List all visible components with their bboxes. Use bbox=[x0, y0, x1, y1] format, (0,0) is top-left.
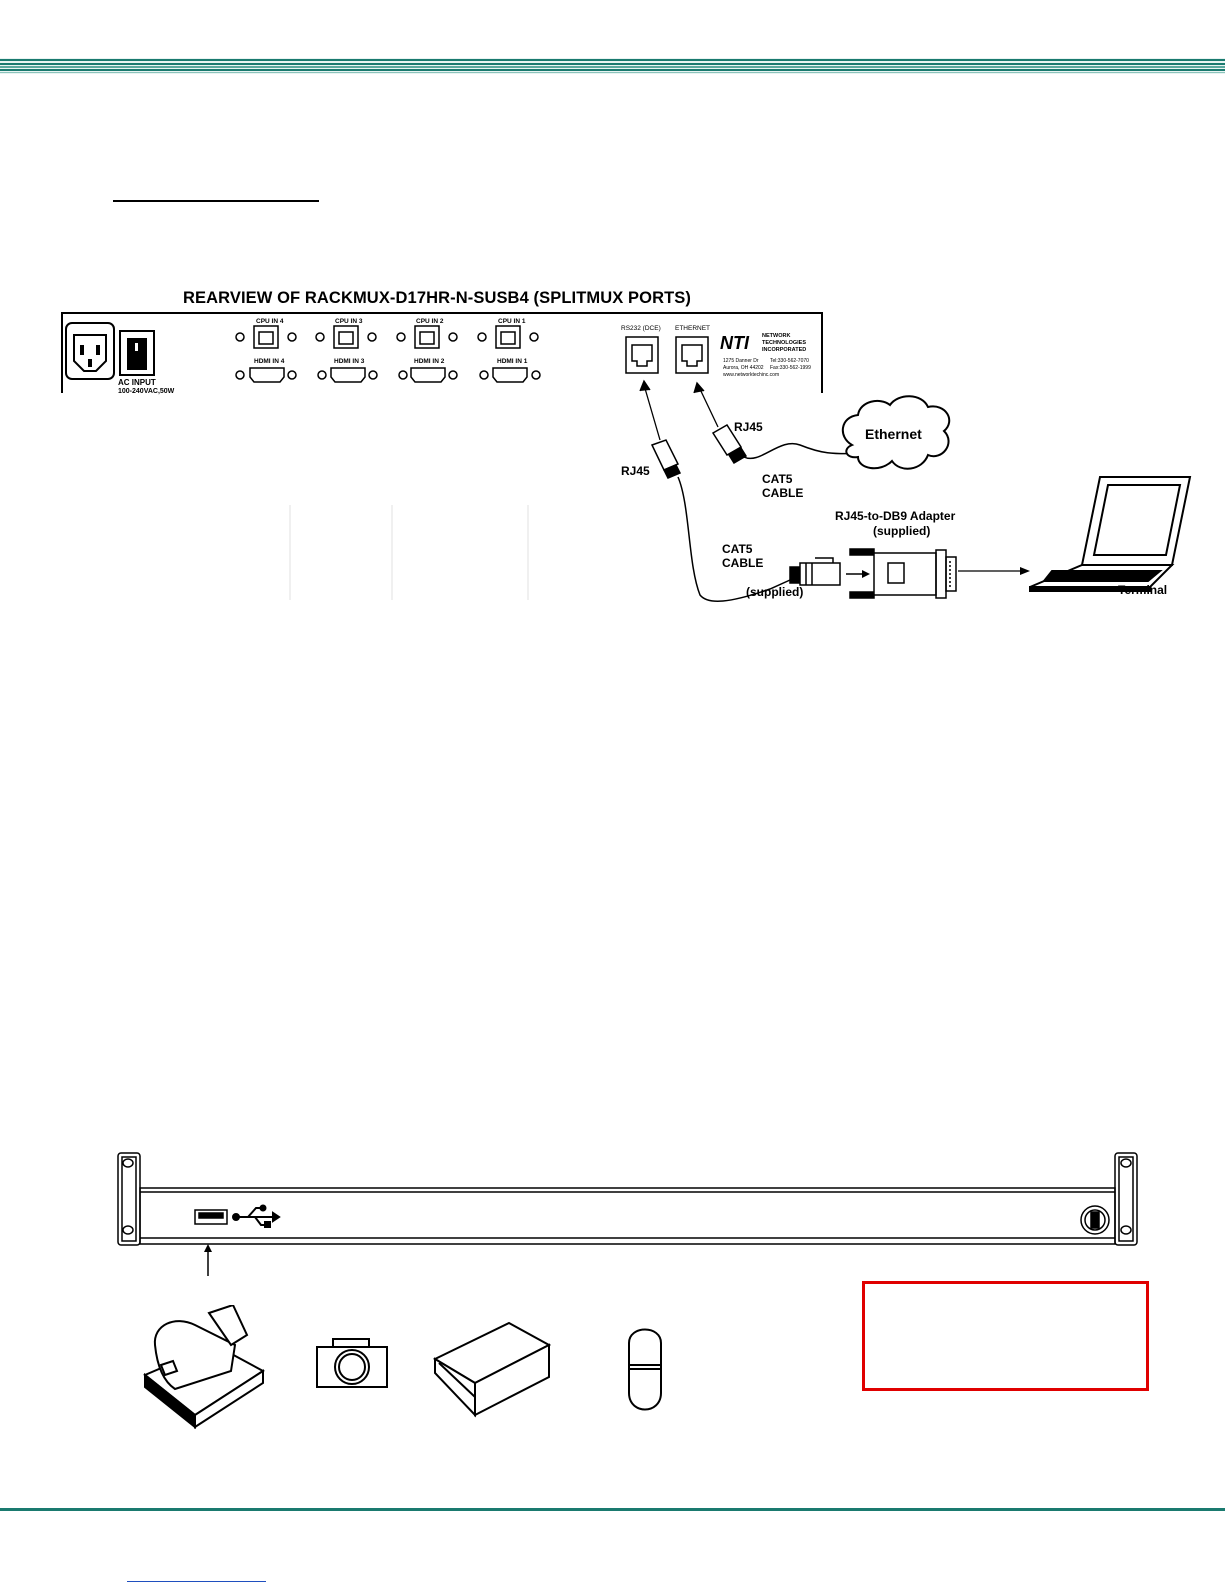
brand-logo: NTI bbox=[720, 333, 750, 353]
supplied-cable-label: (supplied) bbox=[746, 585, 803, 599]
laptop-terminal-icon bbox=[1029, 476, 1192, 592]
rj45-plug-icon bbox=[711, 423, 748, 465]
diagram-title: REARVIEW OF RACKMUX-D17HR-N-SUSB4 (SPLIT… bbox=[183, 289, 691, 307]
cpu-port-label: CPU IN 1 bbox=[498, 318, 526, 325]
db9-adapter-icon bbox=[849, 548, 957, 599]
footer-rule bbox=[0, 1508, 1225, 1511]
section-heading-underline bbox=[113, 200, 319, 202]
rj45-plug-icon bbox=[789, 557, 841, 586]
tel-line: Tel:330-562-7070 bbox=[770, 358, 809, 364]
rj45-jack-icon bbox=[625, 336, 709, 374]
usb-port-icon bbox=[194, 1209, 228, 1225]
rear-panel-diagram: AC INPUT 100-240VAC,50W CPU IN 4 CPU IN … bbox=[61, 312, 1192, 602]
usb-trident-icon bbox=[232, 1204, 281, 1228]
front-panel-diagram bbox=[117, 1152, 1138, 1276]
callout-box bbox=[862, 1281, 1149, 1391]
brand-name-line: INCORPORATED bbox=[762, 347, 806, 353]
address-line: 1275 Danner Dr bbox=[723, 358, 759, 364]
scanner-icon bbox=[143, 1305, 265, 1430]
rj45-label-left: RJ45 bbox=[621, 464, 650, 478]
adapter-label: RJ45-to-DB9 Adapter bbox=[835, 509, 956, 523]
hdmi-port-label: HDMI IN 1 bbox=[497, 358, 528, 365]
cpu-port-label: CPU IN 4 bbox=[256, 318, 284, 325]
adapter-label: (supplied) bbox=[873, 524, 930, 538]
hdmi-port-icon bbox=[235, 367, 541, 383]
ethernet-cloud-icon bbox=[842, 395, 951, 470]
cat5-label-top: CAT5 bbox=[762, 472, 793, 486]
card-reader-icon bbox=[432, 1321, 552, 1418]
hdmi-port-label: HDMI IN 2 bbox=[414, 358, 445, 365]
terminal-label: Terminal bbox=[1118, 583, 1167, 597]
usb-device-icons bbox=[143, 1305, 662, 1430]
power-switch-icon bbox=[119, 330, 155, 376]
footer-link-underline bbox=[127, 1581, 266, 1582]
keylock-icon bbox=[1080, 1205, 1110, 1235]
flash-drive-icon bbox=[628, 1328, 662, 1411]
address-line: Aurora, OH 44202 bbox=[723, 365, 764, 371]
cpu-port-label: CPU IN 2 bbox=[416, 318, 444, 325]
cpu-port-label: CPU IN 3 bbox=[335, 318, 363, 325]
rs232-label: RS232 (DCE) bbox=[621, 325, 661, 332]
cat5-label-top: CABLE bbox=[762, 486, 803, 500]
brand-name-line: NETWORK bbox=[762, 333, 790, 339]
ethernet-label: ETHERNET bbox=[675, 325, 710, 332]
website-line: www.networktechinc.com bbox=[723, 372, 779, 378]
ethernet-cloud-label: Ethernet bbox=[865, 426, 922, 442]
cat5-label-bottom: CAT5 bbox=[722, 542, 753, 556]
brand-name-line: TECHNOLOGIES bbox=[762, 340, 806, 346]
rj45-plug-icon bbox=[650, 439, 682, 479]
ac-inlet-icon bbox=[65, 322, 115, 380]
ac-input-rating: 100-240VAC,50W bbox=[118, 388, 175, 395]
fax-line: Fax:330-562-1999 bbox=[770, 365, 811, 371]
ac-input-label: AC INPUT bbox=[118, 378, 156, 387]
rj45-label-right: RJ45 bbox=[734, 420, 763, 434]
hdmi-port-label: HDMI IN 4 bbox=[254, 358, 285, 365]
hdmi-port-label: HDMI IN 3 bbox=[334, 358, 365, 365]
usb-b-port-icon bbox=[235, 325, 539, 349]
cat5-label-bottom: CABLE bbox=[722, 556, 763, 570]
header-rule bbox=[0, 58, 1225, 74]
camera-icon bbox=[316, 1338, 388, 1388]
